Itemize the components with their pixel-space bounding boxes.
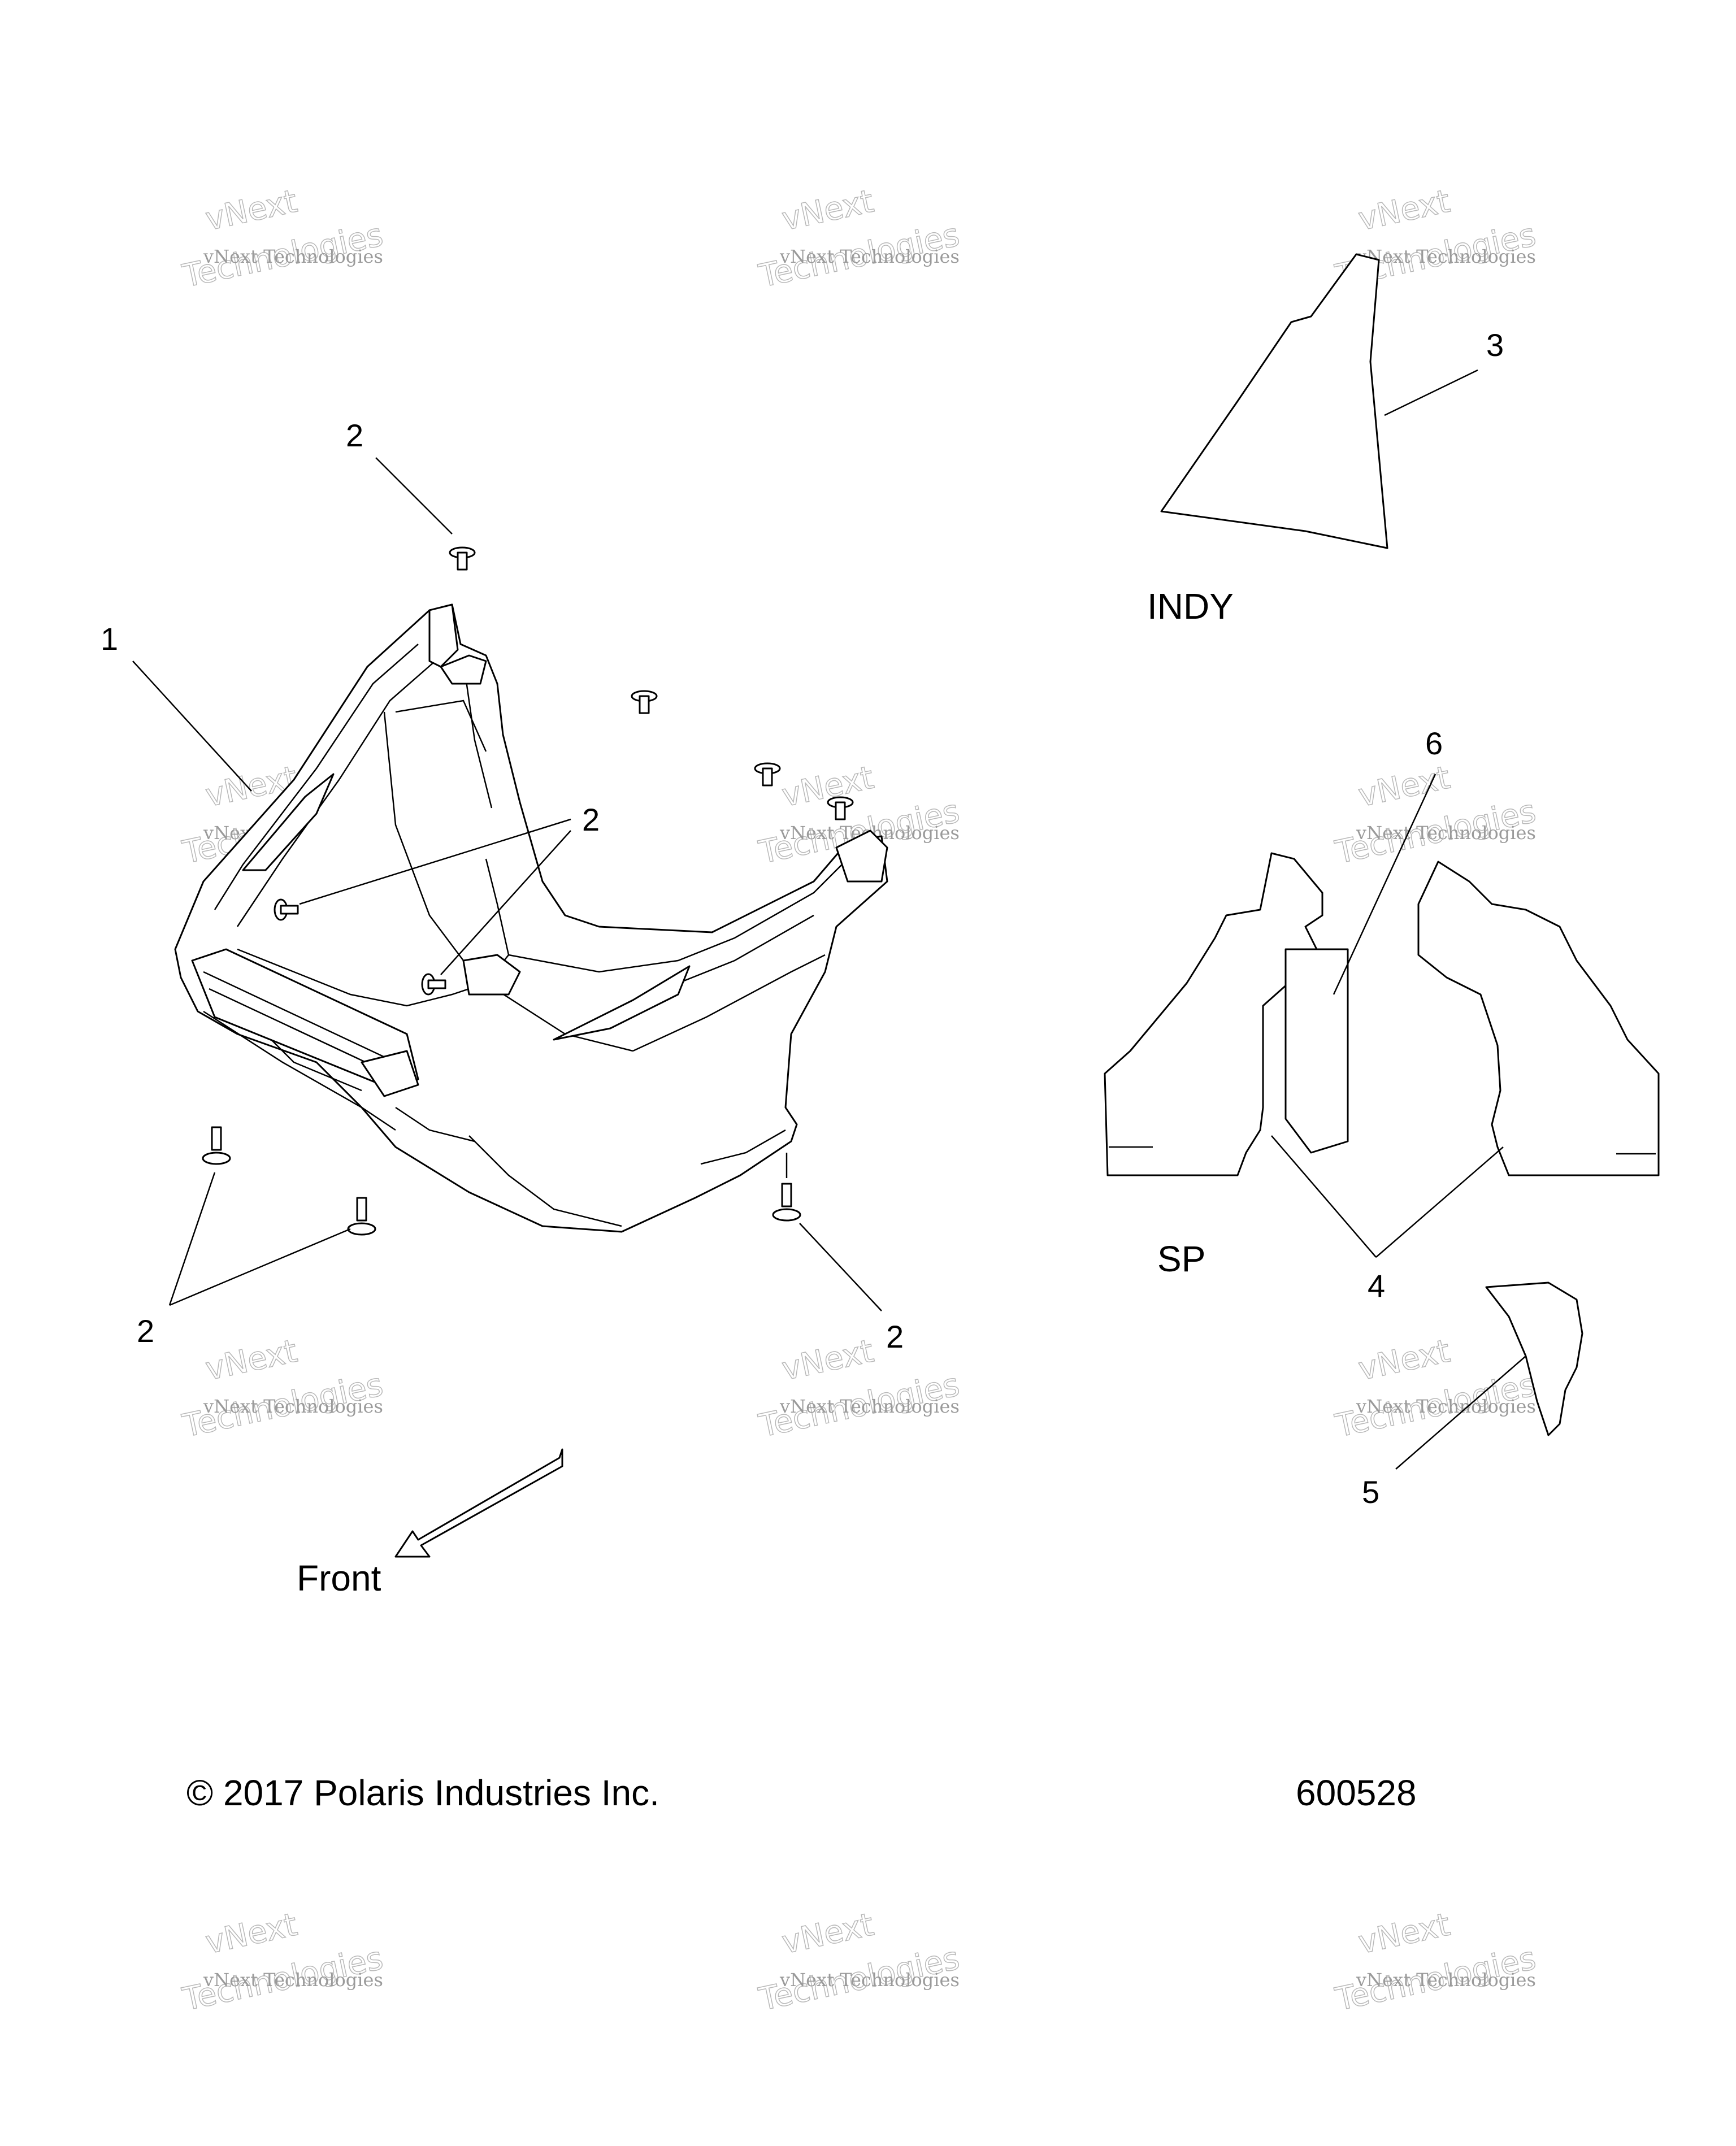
- callout-2: 2: [137, 1313, 154, 1349]
- copyright-text: © 2017 Polaris Industries Inc.: [186, 1773, 659, 1813]
- variant-label-sp: SP: [1157, 1239, 1205, 1279]
- part-6-sp-decal-insert: [1284, 948, 1349, 1154]
- watermark: vNext Technologies vNext Technologies: [1331, 1906, 1539, 2019]
- rivet: [274, 898, 299, 921]
- push-pin: [754, 762, 781, 787]
- push-pin: [772, 1153, 801, 1222]
- push-pin: [827, 796, 854, 820]
- svg-text:vNext Technologies: vNext Technologies: [1356, 1396, 1536, 1417]
- svg-text:vNext: vNext: [1355, 1333, 1453, 1388]
- svg-text:vNext Technologies: vNext Technologies: [203, 246, 383, 267]
- part-3-indy-decal: [1160, 253, 1388, 549]
- svg-text:vNext Technologies: vNext Technologies: [779, 1969, 960, 1991]
- svg-text:vNext Technologies: vNext Technologies: [203, 1396, 383, 1417]
- part-5-decal: [1485, 1281, 1583, 1436]
- watermark: vNext Technologies vNext Technologies: [1331, 759, 1539, 872]
- push-pin: [202, 1126, 231, 1165]
- svg-text:vNext Technologies: vNext Technologies: [779, 246, 960, 267]
- watermark: vNext Technologies vNext Technologies: [755, 1332, 963, 1445]
- callout-5: 5: [1362, 1474, 1379, 1510]
- fasteners-part-2: [202, 546, 854, 1236]
- watermark: vNext Technologies vNext Technologies: [755, 183, 963, 296]
- callout-1: 1: [101, 621, 118, 657]
- front-label: Front: [297, 1558, 381, 1598]
- callout-4: 4: [1368, 1268, 1385, 1304]
- variant-label-indy: INDY: [1147, 586, 1234, 627]
- callout-3: 3: [1486, 327, 1504, 363]
- svg-text:vNext Technologies: vNext Technologies: [1356, 246, 1536, 267]
- diagram-number: 600528: [1296, 1773, 1417, 1813]
- callout-6: 6: [1425, 726, 1443, 761]
- svg-text:vNext: vNext: [779, 183, 877, 238]
- svg-text:vNext: vNext: [1355, 1906, 1453, 1962]
- svg-text:vNext: vNext: [1355, 183, 1453, 238]
- leader-lines: [132, 369, 1526, 1470]
- svg-text:vNext: vNext: [202, 1333, 301, 1388]
- push-pin: [347, 1197, 376, 1236]
- svg-text:vNext: vNext: [202, 1906, 301, 1962]
- svg-text:vNext Technologies: vNext Technologies: [1356, 822, 1536, 844]
- svg-text:vNext: vNext: [779, 1333, 877, 1388]
- push-pin: [631, 690, 658, 714]
- callouts: 1 2 2 2 2 3 6 4 5: [101, 327, 1504, 1510]
- watermark: vNext Technologies vNext Technologies: [755, 1906, 963, 2019]
- svg-text:vNext Technologies: vNext Technologies: [779, 1396, 960, 1417]
- callout-2: 2: [886, 1319, 904, 1354]
- svg-text:vNext: vNext: [779, 1906, 877, 1962]
- part-4-sp-decal-left: [1104, 852, 1323, 1176]
- svg-text:vNext: vNext: [779, 759, 877, 815]
- callout-2: 2: [346, 418, 363, 453]
- svg-text:vNext: vNext: [202, 183, 301, 238]
- rivet: [421, 973, 446, 996]
- push-pin: [449, 546, 476, 571]
- front-direction-arrow: [394, 1448, 563, 1558]
- watermark: vNext Technologies vNext Technologies: [179, 1906, 387, 2019]
- svg-text:vNext Technologies: vNext Technologies: [1356, 1969, 1536, 1991]
- watermark: vNext Technologies vNext Technologies: [179, 183, 387, 296]
- callout-2: 2: [582, 802, 600, 837]
- part-1-nose-pan: [174, 603, 888, 1233]
- svg-text:vNext Technologies: vNext Technologies: [203, 1969, 383, 1991]
- svg-text:vNext: vNext: [1355, 759, 1453, 815]
- part-4-sp-decal-right: [1417, 861, 1660, 1176]
- watermark: vNext Technologies vNext Technologies: [179, 1332, 387, 1445]
